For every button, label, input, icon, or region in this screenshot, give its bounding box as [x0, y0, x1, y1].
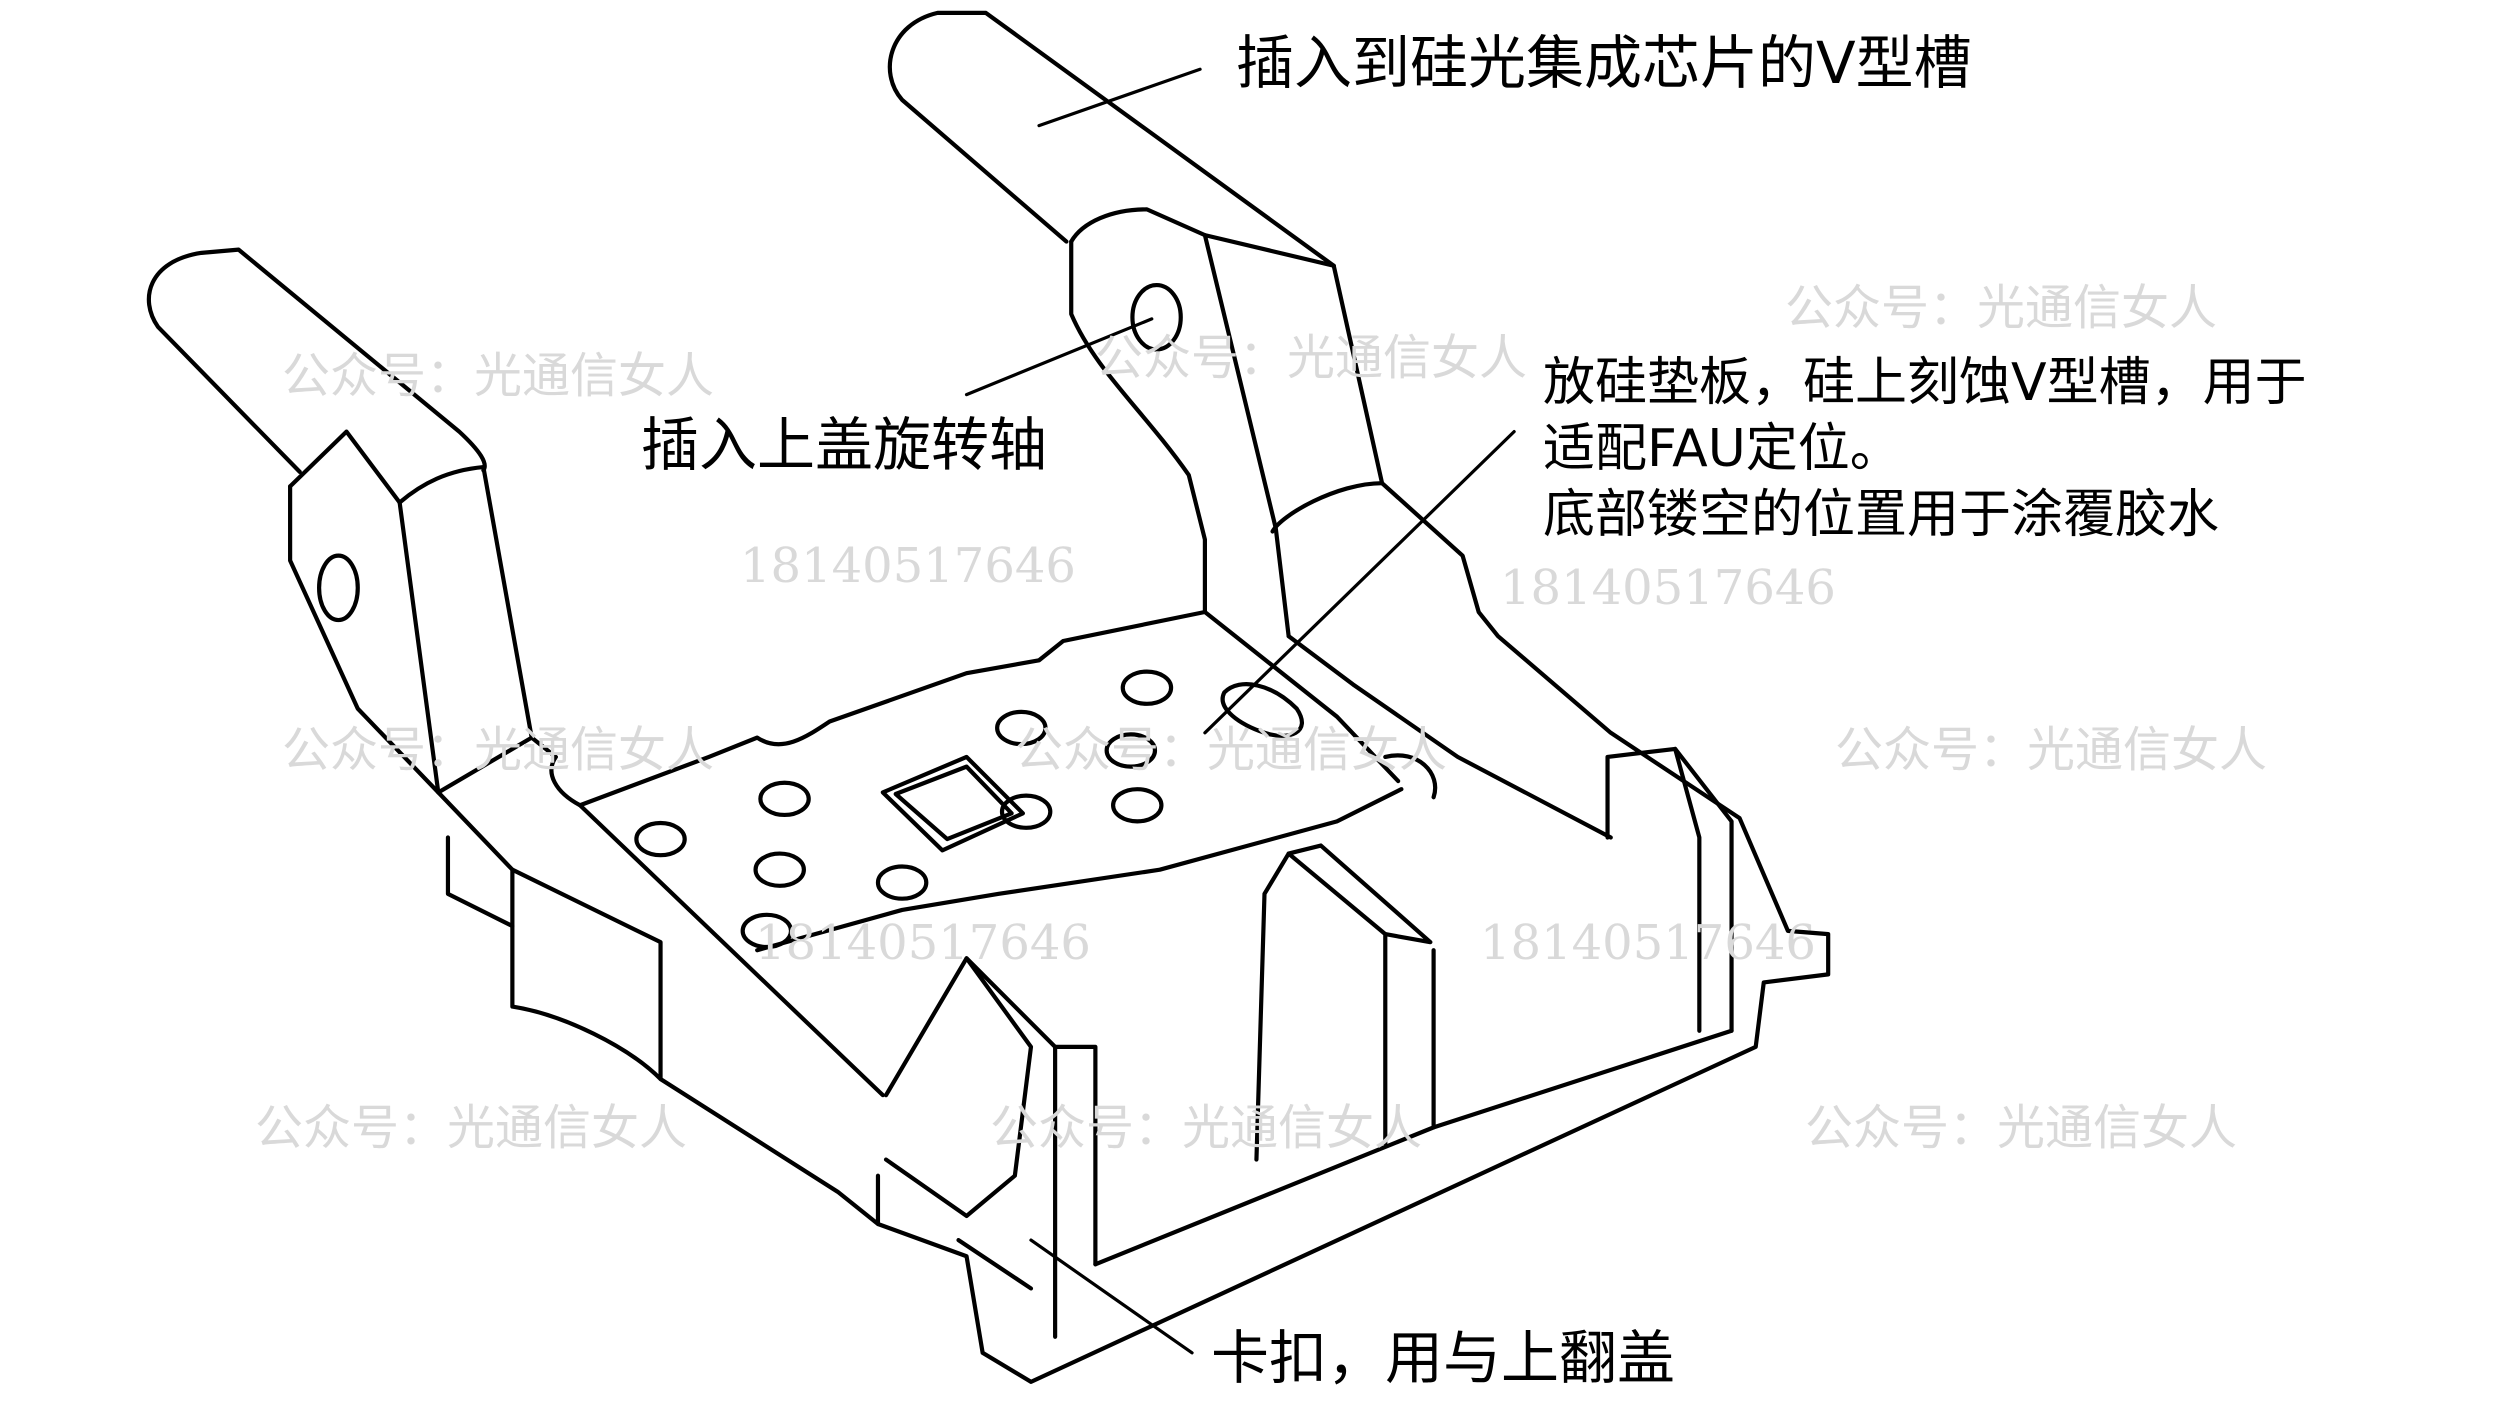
watermark-account: 公众号：光通信女人 [1835, 722, 2268, 778]
watermark-phone: 18140517646 [1500, 560, 1836, 616]
left-axis-hole [317, 553, 360, 623]
label-silicon-pad: 放硅垫板，硅上刻蚀V型槽，用于 适配FAU定位。 底部镂空的位置用于涂覆胶水 [1543, 350, 2307, 548]
label-silicon-pad-line: 底部镂空的位置用于涂覆胶水 [1543, 485, 2220, 545]
base-body [436, 481, 1831, 1384]
posts [883, 746, 1734, 1339]
watermark-account: 公众号：光通信女人 [255, 1100, 688, 1156]
watermark-account: 公众号：光通信女人 [1785, 280, 2218, 336]
watermark-account: 公众号：光通信女人 [282, 722, 715, 778]
platform-holes [634, 669, 1304, 950]
label-rotation-axis: 插入上盖旋转轴 [641, 411, 1048, 479]
watermark-phone: 18140517646 [755, 915, 1091, 971]
watermark-phone: 18140517646 [740, 538, 1076, 594]
label-silicon-pad-line: 放硅垫板，硅上刻蚀V型槽，用于 [1543, 353, 2307, 413]
leader-lines [964, 67, 1516, 1355]
watermark-account: 公众号：光通信女人 [1015, 722, 1448, 778]
label-clip: 卡扣，用与上翻盖 [1211, 1324, 1676, 1392]
square-cutout [880, 754, 1026, 853]
label-v-groove-pin: 插入到硅光集成芯片的V型槽 [1236, 29, 1972, 97]
watermark-account: 公众号：光通信女人 [1805, 1100, 2238, 1156]
watermark-account: 公众号：光通信女人 [990, 1100, 1423, 1156]
right-arm [887, 10, 1385, 639]
label-silicon-pad-line: 适配FAU定位。 [1543, 419, 1902, 479]
watermark-account: 公众号：光通信女人 [1095, 330, 1528, 386]
right-axis-hole [1130, 282, 1183, 352]
left-arm [146, 247, 534, 795]
watermark-phone: 18140517646 [1480, 915, 1816, 971]
watermark-account: 公众号：光通信女人 [282, 348, 715, 404]
